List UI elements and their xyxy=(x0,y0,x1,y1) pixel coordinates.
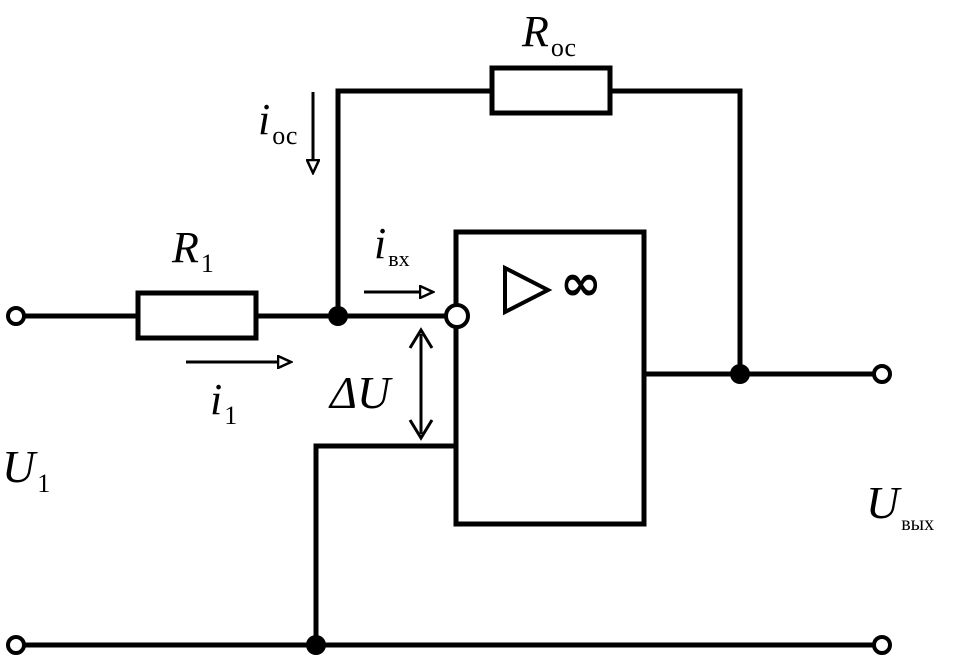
opamp-infinity-symbol: ∞ xyxy=(560,254,602,312)
feedback-wire-left xyxy=(335,88,495,319)
delta-u-arrowhead-top xyxy=(408,327,434,349)
noninverting-wire xyxy=(313,443,459,648)
input-terminal xyxy=(6,306,26,326)
ground-terminal-right xyxy=(872,635,892,655)
opamp-body xyxy=(453,229,647,527)
feedback-wire-right xyxy=(607,88,743,377)
label-r-feedback: Rос xyxy=(522,7,577,62)
output-terminal xyxy=(872,364,892,384)
label-i-input: iвх xyxy=(374,219,410,271)
resistor-r-feedback xyxy=(489,65,613,116)
output-node xyxy=(730,364,750,384)
label-r1: R1 xyxy=(172,223,214,278)
label-i-feedback: iос xyxy=(258,95,298,150)
ground-terminal-left xyxy=(6,635,26,655)
ground-node xyxy=(306,635,326,655)
resistor-r1 xyxy=(135,290,259,341)
opamp-triangle-icon xyxy=(503,264,553,316)
label-i1: i1 xyxy=(210,375,238,430)
summing-node xyxy=(328,306,348,326)
delta-u-arrowhead-bottom xyxy=(408,419,434,441)
label-delta-u: ΔU xyxy=(330,367,391,418)
inverting-input-circle xyxy=(444,303,470,329)
label-u1: U1 xyxy=(2,441,51,498)
